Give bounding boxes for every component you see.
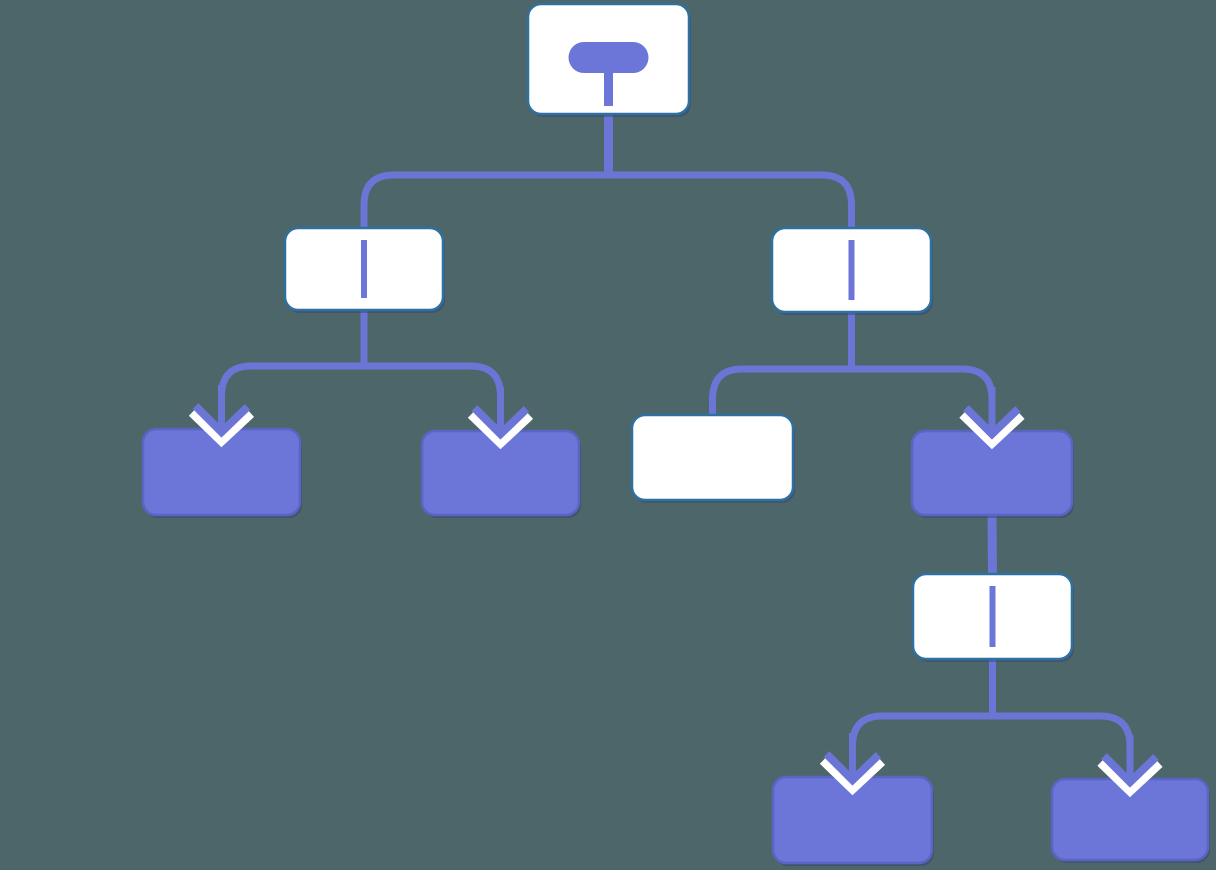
node-n3[interactable] [141, 427, 302, 518]
chevron-arrow-icon [819, 733, 886, 796]
chevron-white [819, 756, 886, 796]
pill-icon [568, 42, 649, 73]
node-n5[interactable] [630, 413, 795, 503]
chevron-white [188, 408, 255, 448]
chevron-purple [963, 405, 1021, 440]
chevron-arrow-icon [959, 387, 1025, 450]
chevron-white [1097, 758, 1163, 798]
pill-stem-icon [604, 68, 613, 106]
chevron-arrow-icon [188, 385, 255, 448]
arrowheads-layer [188, 385, 1163, 798]
chevron-purple [192, 403, 251, 438]
node-n7[interactable] [911, 572, 1074, 662]
node-root[interactable] [526, 2, 691, 117]
connector-rail [218, 362, 504, 419]
chevron-arrow-icon [467, 387, 534, 450]
chevron-arrow-icon [1097, 735, 1163, 798]
chevron-purple [823, 751, 882, 786]
node-n9[interactable] [1050, 777, 1210, 863]
connector [987, 513, 997, 577]
text-cursor-icon [848, 240, 855, 300]
node-n2[interactable] [770, 226, 933, 315]
connector-rail [709, 365, 996, 419]
node-n4[interactable] [420, 429, 581, 518]
node-n1[interactable] [283, 226, 445, 313]
chevron-white [959, 410, 1025, 450]
text-cursor-icon [989, 586, 996, 647]
chevron-white [467, 410, 534, 450]
connector-rail [360, 171, 855, 230]
node-n8[interactable] [771, 775, 934, 866]
text-cursor-icon [361, 240, 367, 298]
node-box[interactable] [630, 413, 795, 502]
chevron-purple [471, 405, 530, 440]
chevron-purple [1101, 753, 1159, 788]
nodes-layer [141, 2, 1210, 866]
